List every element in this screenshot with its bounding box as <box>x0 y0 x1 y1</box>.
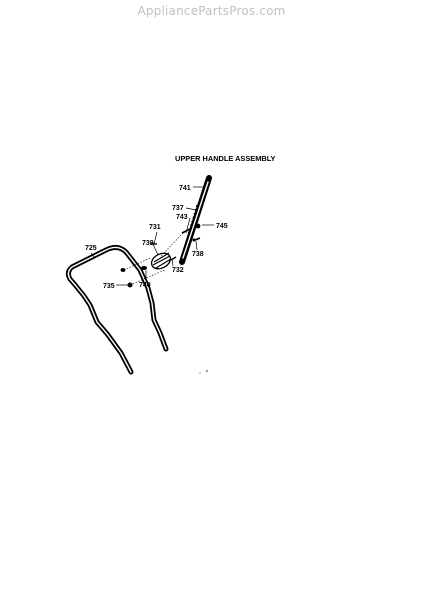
callout-745: 745 <box>216 223 228 230</box>
upper-handle-tube <box>179 175 212 265</box>
callout-739: 739 <box>142 240 154 247</box>
callout-735: 735 <box>103 283 115 290</box>
speck <box>206 370 208 372</box>
callout-732: 732 <box>172 267 184 274</box>
callout-740: 740 <box>139 282 151 289</box>
callout-731: 731 <box>149 224 161 231</box>
callout-738: 738 <box>192 251 204 258</box>
lower-handle-tube <box>65 244 169 375</box>
callout-737: 737 <box>172 205 184 212</box>
handle-knob <box>150 252 172 270</box>
diagram-title: UPPER HANDLE ASSEMBLY <box>175 154 276 163</box>
callout-725: 725 <box>85 245 97 252</box>
callout-743: 743 <box>176 214 188 221</box>
watermark: AppliancePartsPros.com <box>137 4 286 18</box>
callout-741: 741 <box>179 185 191 192</box>
speck <box>199 372 201 374</box>
leader-lines <box>90 186 214 286</box>
